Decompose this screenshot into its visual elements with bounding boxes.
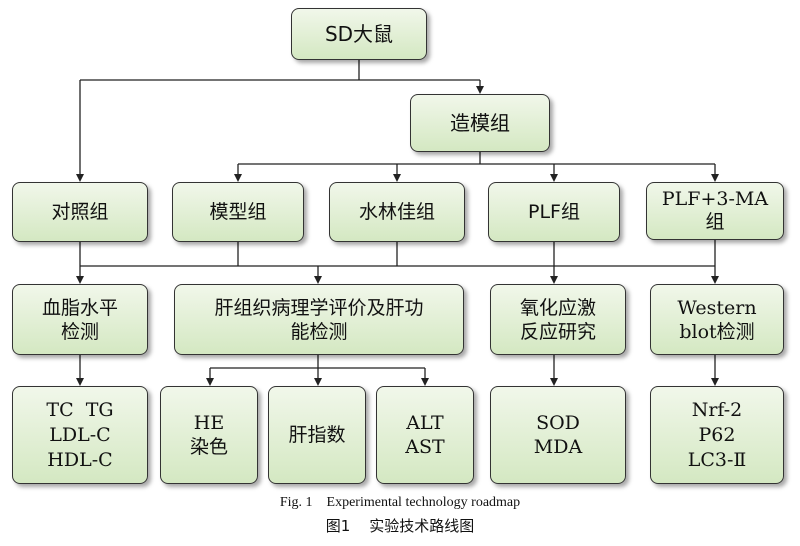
node-label: 肝指数 [288, 424, 346, 446]
node-plf-group: PLF组 [488, 182, 620, 242]
node-label-line1: HE [193, 412, 225, 434]
node-label-line1: Nrf-2 [691, 398, 743, 421]
node-label-line2: 组 [705, 211, 725, 233]
node-label-line2: MDA [533, 436, 583, 458]
node-label-line2: LDL-C [49, 423, 111, 446]
node-label-line1: 血脂水平 [41, 296, 118, 319]
node-lipid-test: 血脂水平 检测 [12, 284, 148, 355]
node-label-line2: blot检测 [679, 320, 755, 343]
node-label-line1: ALT [406, 412, 444, 434]
node-alt-ast: ALT AST [376, 386, 474, 484]
node-model-group: 模型组 [172, 182, 304, 242]
node-label: 造模组 [450, 111, 510, 135]
node-label-line2: AST [405, 436, 445, 458]
node-label-line1: SOD [536, 412, 580, 434]
node-label-line2: 染色 [189, 436, 228, 458]
node-label-line2: 能检测 [290, 320, 348, 343]
figure-caption-en: Fig. 1 Experimental technology roadmap [279, 495, 521, 510]
node-label: SD大鼠 [324, 22, 394, 46]
figure-caption-zh: 图1 实验技术路线图 [325, 517, 475, 535]
node-label-line1: Western [677, 296, 757, 319]
node-liver-pathology-test: 肝组织病理学评价及肝功 能检测 [174, 284, 464, 355]
node-label-line1: TC TG [46, 398, 114, 421]
node-label-line2: 检测 [60, 320, 99, 343]
node-western-results: Nrf-2 P62 LC3-Ⅱ [650, 386, 784, 484]
node-plf-3ma-group: PLF+3-MA 组 [646, 182, 784, 240]
node-label-line3: HDL-C [47, 448, 113, 471]
node-label-line1: PLF+3-MA [661, 188, 769, 210]
node-oxidative-stress-test: 氧化应激 反应研究 [490, 284, 626, 355]
node-label: PLF组 [528, 201, 580, 223]
node-label: 模型组 [209, 201, 267, 223]
node-liver-index: 肝指数 [268, 386, 366, 484]
node-he-staining: HE 染色 [160, 386, 258, 484]
node-label-line1: 肝组织病理学评价及肝功 [214, 296, 424, 319]
node-label-line3: LC3-Ⅱ [687, 448, 747, 471]
node-label: 水林佳组 [358, 201, 435, 223]
node-sd-rats: SD大鼠 [291, 8, 427, 60]
node-western-blot-test: Western blot检测 [650, 284, 784, 355]
node-modeling-group: 造模组 [410, 94, 550, 152]
node-label-line1: 氧化应激 [519, 296, 596, 319]
node-sod-mda: SOD MDA [490, 386, 626, 484]
node-label-line2: 反应研究 [519, 320, 596, 343]
node-lipid-results: TC TG LDL-C HDL-C [12, 386, 148, 484]
node-label-line2: P62 [698, 423, 736, 446]
node-slj-group: 水林佳组 [329, 182, 465, 242]
node-control-group: 对照组 [12, 182, 148, 242]
node-label: 对照组 [51, 201, 109, 223]
